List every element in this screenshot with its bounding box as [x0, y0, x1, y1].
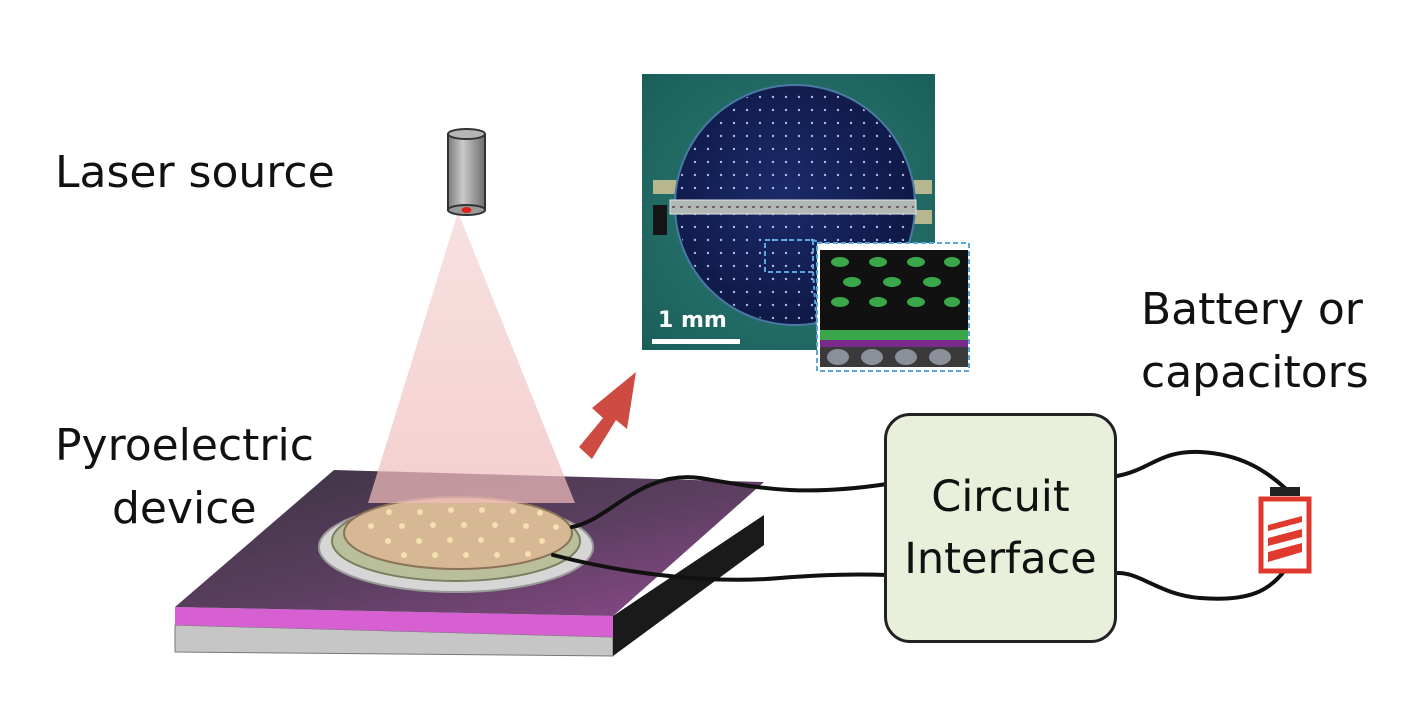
scale-bar — [652, 339, 740, 344]
battery-icon — [1258, 487, 1312, 574]
pyroelectric-label-line2: device — [112, 483, 257, 534]
circuit-label-line2: Interface — [904, 534, 1097, 584]
circuit-label-line1: Circuit — [931, 472, 1070, 522]
wire-top-left — [570, 475, 889, 529]
laser-dot — [461, 207, 472, 213]
circuit-interface-box: Circuit Interface — [884, 413, 1117, 643]
wire-bottom-left — [551, 553, 889, 582]
active-disk — [343, 496, 573, 570]
arrow-up-right-icon — [579, 372, 636, 459]
scale-bar-label: 1 mm — [658, 308, 727, 333]
wire-bottom-right — [1115, 568, 1287, 601]
battery-label-line2: capacitors — [1141, 347, 1369, 398]
device-magenta-layer — [175, 607, 613, 637]
pyroelectric-device — [174, 470, 764, 657]
pyroelectric-label-line1: Pyroelectric — [55, 420, 314, 471]
disk-spots — [368, 507, 559, 558]
laser-source-label: Laser source — [55, 147, 335, 198]
device-side — [613, 515, 764, 656]
wire-top-right — [1115, 449, 1287, 490]
laser-beam — [368, 212, 575, 503]
laser-cylinder-icon — [447, 128, 486, 216]
micrograph-inset — [816, 242, 970, 372]
battery-label-line1: Battery or — [1141, 284, 1363, 335]
wires — [551, 449, 1287, 601]
